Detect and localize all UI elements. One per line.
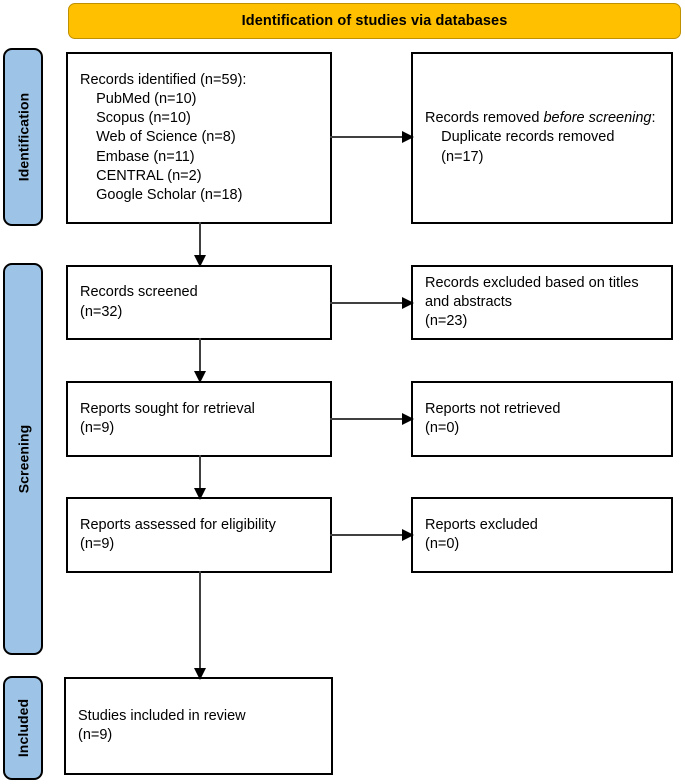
arrow-screened-to-excluded <box>330 290 416 316</box>
records-removed-emphasis: before screening <box>543 110 652 127</box>
box-reports-assessed: Reports assessed for eligibility (n=9) <box>66 497 332 573</box>
stage-tab-screening-label: Screening <box>15 424 31 494</box>
stage-tab-identification-label: Identification <box>15 92 32 182</box>
stage-tab-included: Included <box>3 676 43 780</box>
header-banner-label: Identification of studies via databases <box>241 13 508 29</box>
arrow-assessed-to-included <box>186 571 214 681</box>
box-records-screened-text: Records screened (n=32) <box>80 284 198 320</box>
arrow-identified-to-removed <box>330 124 416 150</box>
arrow-sought-to-assessed <box>186 455 214 501</box>
records-removed-prefix: Records removed <box>425 110 544 127</box>
box-records-removed: Records removed before screening: Duplic… <box>411 52 673 224</box>
box-records-excluded: Records excluded based on titles and abs… <box>411 265 673 340</box>
box-reports-sought: Reports sought for retrieval (n=9) <box>66 381 332 457</box>
stage-tab-screening: Screening <box>3 263 43 655</box>
box-studies-included-text: Studies included in review (n=9) <box>78 707 246 743</box>
box-reports-not-retrieved-text: Reports not retrieved (n=0) <box>425 400 561 436</box>
box-studies-included: Studies included in review (n=9) <box>64 677 333 775</box>
stage-tab-included-label: Included <box>15 698 32 758</box>
box-records-identified-text: Records identified (n=59): PubMed (n=10)… <box>80 71 247 204</box>
arrow-screened-to-sought <box>186 338 214 384</box>
header-banner: Identification of studies via databases <box>68 3 681 39</box>
box-reports-excluded-text: Reports excluded (n=0) <box>425 516 538 552</box>
box-records-excluded-text: Records excluded based on titles and abs… <box>425 274 639 330</box>
box-reports-sought-text: Reports sought for retrieval (n=9) <box>80 400 255 436</box>
arrow-identified-to-screened <box>186 222 214 268</box>
box-records-identified: Records identified (n=59): PubMed (n=10)… <box>66 52 332 224</box>
stage-tab-identification: Identification <box>3 48 43 226</box>
box-records-screened: Records screened (n=32) <box>66 265 332 340</box>
box-records-removed-text: Records removed before screening: Duplic… <box>425 109 659 167</box>
box-reports-excluded: Reports excluded (n=0) <box>411 497 673 573</box>
arrow-assessed-to-reports-excluded <box>330 522 416 548</box>
box-reports-assessed-text: Reports assessed for eligibility (n=9) <box>80 516 276 552</box>
box-reports-not-retrieved: Reports not retrieved (n=0) <box>411 381 673 457</box>
records-removed-suffix: : Duplicate records removed (n=17) <box>441 110 656 165</box>
arrow-sought-to-not-retrieved <box>330 406 416 432</box>
